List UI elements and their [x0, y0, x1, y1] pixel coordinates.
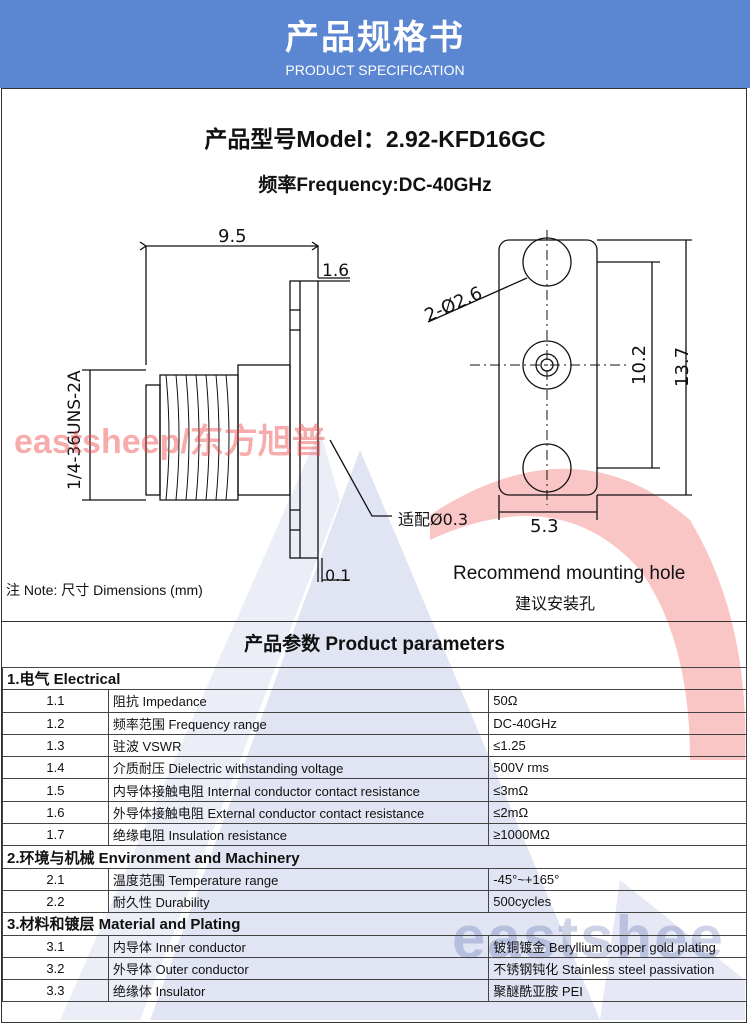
- row-name: 外导体接触电阻 External conductor contact resis…: [107, 800, 490, 825]
- row-name: 耐久性 Durability: [107, 889, 490, 914]
- row-number: 2.1: [2, 867, 109, 891]
- red-swoosh: [430, 468, 746, 760]
- dim-pin-label: 适配Ø0.3: [398, 510, 468, 529]
- row-value: DC-40GHz: [488, 711, 747, 735]
- row-value: ≤1.25: [488, 733, 747, 758]
- title-cn: 产品规格书: [285, 18, 465, 58]
- row-number: 1.5: [2, 778, 109, 802]
- row-value: 聚醚酰亚胺 PEI: [488, 979, 747, 1003]
- dim-spacing-label: 10.2: [629, 345, 650, 385]
- section-row: 3.材料和镀层 Material and Plating: [2, 912, 747, 936]
- section-title: 1.电气 Electrical: [2, 666, 747, 691]
- dim-gap-label: 0.1: [325, 566, 350, 585]
- row-number: 1.2: [2, 711, 109, 735]
- row-value: ≤3mΩ: [488, 778, 747, 802]
- technical-drawing: 9.5 1.6 1/4-36UNS-2A 适配Ø0.3 0.1 2-Ø2.6 1…: [65, 226, 693, 585]
- row-name: 阻抗 Impedance: [107, 689, 490, 713]
- row-name: 外导体 Outer conductor: [107, 956, 490, 981]
- frequency-title: 频率Frequency:DC-40GHz: [258, 175, 492, 196]
- dim-thread-label: 1/4-36UNS-2A: [65, 370, 85, 490]
- row-value: ≥1000MΩ: [488, 823, 747, 847]
- row-value: 50Ω: [488, 689, 747, 713]
- row-number: 1.6: [2, 800, 109, 825]
- row-name: 绝缘体 Insulator: [107, 979, 490, 1003]
- row-name: 介质耐压 Dielectric withstanding voltage: [107, 756, 490, 780]
- row-number: 1.4: [2, 756, 109, 780]
- connector-side-view: [82, 241, 392, 582]
- model-title: 产品型号Model：2.92-KFD16GC: [204, 126, 546, 152]
- row-value: 500V rms: [488, 756, 747, 780]
- page-header: 产品规格书 PRODUCT SPECIFICATION: [0, 0, 750, 88]
- row-number: 3.1: [2, 934, 109, 958]
- dim-height-label: 13.7: [672, 347, 693, 387]
- title-en: PRODUCT SPECIFICATION: [285, 62, 465, 78]
- row-name: 温度范围 Temperature range: [107, 867, 490, 891]
- recommend-hole-cn: 建议安装孔: [515, 594, 596, 613]
- row-value: ≤2mΩ: [488, 800, 747, 825]
- row-name: 绝缘电阻 Insulation resistance: [107, 823, 490, 847]
- dimension-note: 注 Note: 尺寸 Dimensions (mm): [6, 582, 203, 598]
- section-title: 3.材料和镀层 Material and Plating: [2, 912, 747, 936]
- section-row: 2.环境与机械 Environment and Machinery: [2, 845, 747, 869]
- row-value: 铍铜镀金 Beryllium copper gold plating: [488, 934, 747, 958]
- watermark-left: eastsheep/东方旭普: [14, 423, 326, 461]
- row-number: 3.3: [2, 979, 109, 1003]
- params-title: 产品参数 Product parameters: [2, 621, 747, 668]
- row-number: 1.1: [2, 689, 109, 713]
- spec-frame: [1, 88, 747, 1023]
- row-name: 驻波 VSWR: [107, 733, 490, 758]
- row-name: 内导体 Inner conductor: [107, 934, 490, 958]
- row-number: 1.7: [2, 823, 109, 847]
- dim-flange-label: 1.6: [322, 261, 349, 281]
- recommend-hole-en: Recommend mounting hole: [453, 563, 686, 584]
- section-row: 1.电气 Electrical: [2, 666, 747, 691]
- row-value: 500cycles: [488, 889, 747, 914]
- row-value: -45°~+165°: [488, 867, 747, 891]
- row-value: 不锈钢钝化 Stainless steel passivation: [488, 956, 747, 981]
- section-title: 2.环境与机械 Environment and Machinery: [2, 845, 747, 869]
- row-name: 内导体接触电阻 Internal conductor contact resis…: [107, 778, 490, 802]
- dim-length-label: 9.5: [218, 226, 247, 247]
- row-number: 2.2: [2, 889, 109, 914]
- mounting-hole-view: [427, 230, 692, 520]
- dim-holes-label: 2-Ø2.6: [421, 283, 485, 327]
- dim-width-label: 5.3: [530, 516, 559, 537]
- row-number: 3.2: [2, 956, 109, 981]
- row-name: 频率范围 Frequency range: [107, 711, 490, 735]
- row-number: 1.3: [2, 733, 109, 758]
